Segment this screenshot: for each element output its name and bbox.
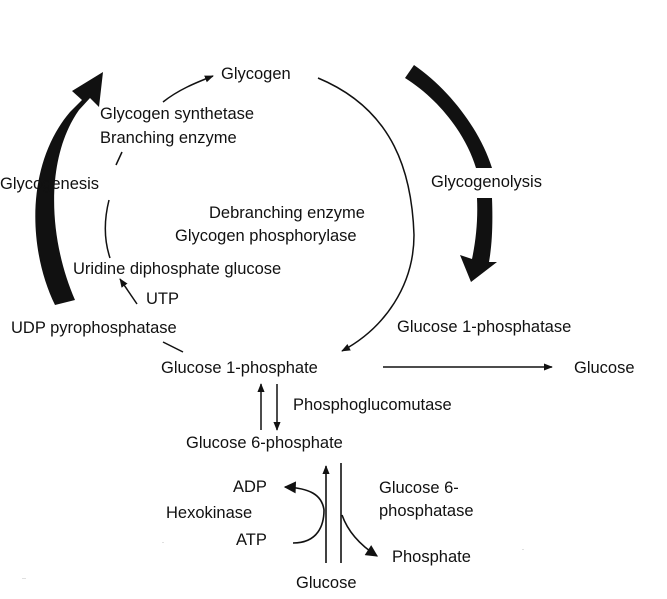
enzyme-glucose-1-phosphatase: Glucose 1-phosphatase [397,318,572,336]
line-pyrophosphatase-to-g1p [162,341,184,353]
node-udp-glucose: Uridine diphosphate glucose [73,260,282,278]
scan-artifact: · [162,540,164,546]
node-glucose-right: Glucose [574,359,635,377]
arrow-to-glycogen [162,75,214,103]
node-glycogen: Glycogen [221,65,291,83]
enzyme-udp-pyrophosphatase: UDP pyrophosphatase [11,319,177,337]
node-adp: ADP [233,478,267,496]
node-utp: UTP [146,290,179,308]
arrow-atp-to-adp [283,481,325,544]
enzyme-glycogen-phosphorylase: Glycogen phosphorylase [175,227,357,245]
enzyme-phosphoglucomutase: Phosphoglucomutase [293,396,452,414]
node-glucose-bottom: Glucose [296,574,357,592]
scan-artifact: ·· [22,576,26,582]
enzyme-glycogen-synthetase: Glycogen synthetase [100,105,255,123]
process-glycogenolysis: Glycogenolysis [431,173,542,191]
node-glucose-1-phosphate: Glucose 1-phosphate [161,359,318,377]
enzyme-branching: Branching enzyme [100,129,237,147]
process-glycogenesis: Glycogenesis [0,175,100,193]
line-glycogenesis-to-udpg [104,199,111,259]
glycogenesis-arrow-icon [35,72,103,305]
enzyme-glucose-6-phosphatase-line1: Glucose 6- [379,479,459,497]
glycogenolysis-arrow-icon [405,65,492,168]
node-glucose-6-phosphate: Glucose 6-phosphate [186,434,343,452]
enzyme-debranching: Debranching enzyme [209,204,365,222]
line-branching-to-glycogenesis [115,151,123,166]
glycogenolysis-arrow-lower [460,198,497,282]
enzyme-hexokinase: Hexokinase [166,504,253,522]
arrow-to-phosphate [341,514,379,557]
arrow-to-udpg [119,278,138,305]
scan-artifact: · [522,547,524,553]
enzyme-glucose-6-phosphatase-line2: phosphatase [379,502,474,520]
arrow-glycogen-to-g1p [317,77,415,352]
node-atp: ATP [236,531,267,549]
node-phosphate: Phosphate [392,548,471,566]
